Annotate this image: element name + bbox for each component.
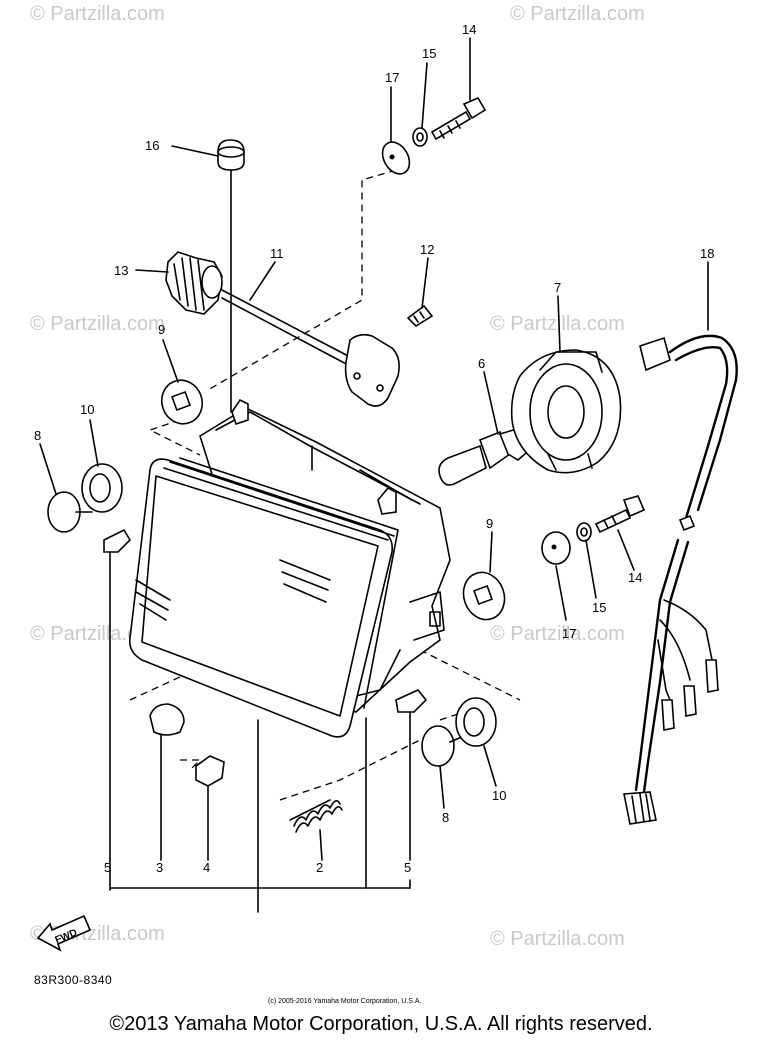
callout-3: 3 (156, 860, 163, 875)
callout-5: 5 (404, 860, 411, 875)
watermark: © Partzilla.com (490, 928, 625, 950)
callout-13: 13 (114, 263, 128, 278)
part-15-nut-right[interactable] (576, 522, 592, 542)
part-10-bushing-right[interactable] (455, 697, 497, 747)
callout-9: 9 (486, 516, 493, 531)
diagram-code: 83R300-8340 (34, 973, 112, 987)
callout-17: 17 (385, 70, 399, 85)
callout-numbers: 16 17 15 14 13 11 12 9 10 8 6 7 18 9 14 … (34, 22, 714, 875)
callout-9: 9 (158, 322, 165, 337)
callout-18: 18 (700, 246, 714, 261)
part-8-screw-left[interactable] (47, 491, 93, 533)
callout-14: 14 (628, 570, 642, 585)
part-15-nut-top[interactable] (412, 127, 428, 147)
part-3-cap[interactable] (149, 703, 185, 736)
callout-8: 8 (34, 428, 41, 443)
part-4-nut[interactable] (195, 755, 225, 787)
part-7-bulb-cover[interactable] (510, 349, 622, 474)
callout-6: 6 (478, 356, 485, 371)
part-12-screw[interactable] (406, 304, 434, 328)
part-17-washer-right[interactable] (541, 531, 571, 565)
part-5-clip-left[interactable] (103, 528, 132, 553)
part-18-wiring-harness[interactable] (623, 334, 738, 825)
part-2-spring[interactable] (289, 799, 343, 833)
watermark: © Partzilla.com (490, 623, 625, 645)
part-16-grommet[interactable] (217, 139, 245, 171)
callout-15: 15 (422, 46, 436, 61)
watermark: © Partzilla.com (510, 3, 645, 25)
callout-14: 14 (462, 22, 476, 37)
part-9-damper-right[interactable] (457, 567, 511, 626)
callout-2: 2 (316, 860, 323, 875)
callout-16: 16 (145, 138, 159, 153)
callout-10: 10 (492, 788, 506, 803)
watermark: © Partzilla.com (30, 313, 165, 335)
watermark: © Partzilla.com (30, 3, 165, 25)
callout-12: 12 (420, 242, 434, 257)
callout-15: 15 (592, 600, 606, 615)
callout-7: 7 (554, 280, 561, 295)
callout-5: 5 (104, 860, 111, 875)
copyright-notice: ©2013 Yamaha Motor Corporation, U.S.A. A… (109, 1013, 653, 1035)
part-10-bushing-left[interactable] (81, 463, 123, 513)
part-13-adjuster-knob[interactable] (165, 251, 223, 315)
callout-17: 17 (562, 626, 576, 641)
watermark: © Partzilla.com (490, 313, 625, 335)
part-14-bolt-top[interactable] (430, 96, 487, 141)
small-copyright: (c) 2005-2016 Yamaha Motor Corporation, … (268, 998, 421, 1005)
callout-8: 8 (442, 810, 449, 825)
part-17-washer-top[interactable] (377, 137, 415, 178)
headlight-lens[interactable] (128, 457, 399, 738)
part-14-bolt-right[interactable] (594, 495, 646, 534)
callout-11: 11 (270, 246, 284, 261)
part-11-adjusting-rod[interactable] (221, 289, 400, 407)
leader-lines (39, 37, 709, 913)
part-5-clip-right[interactable] (395, 689, 428, 713)
callout-10: 10 (80, 402, 94, 417)
callout-4: 4 (203, 860, 210, 875)
part-9-damper-upper[interactable] (156, 374, 209, 429)
